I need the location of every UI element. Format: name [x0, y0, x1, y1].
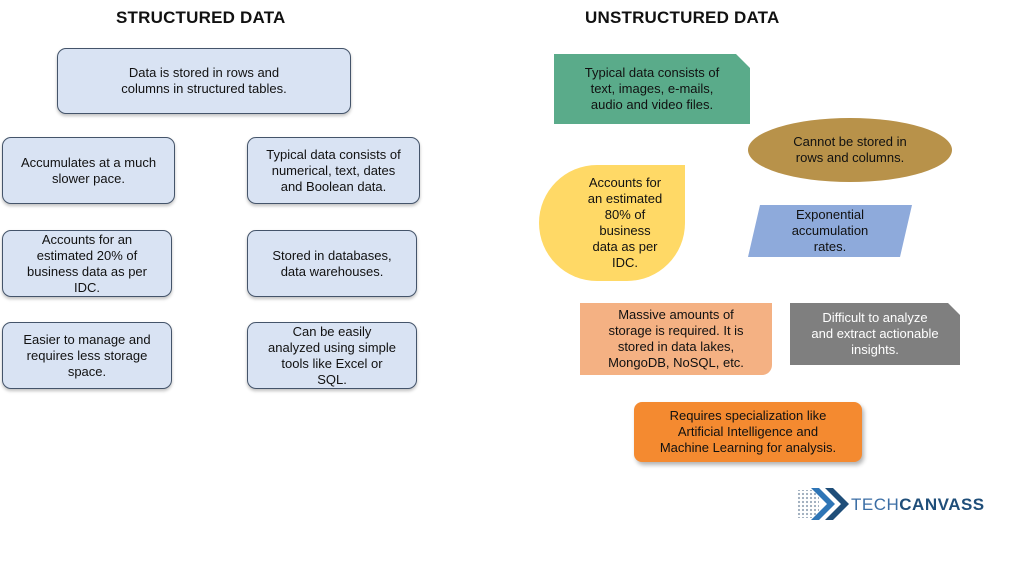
logo-text-part2: CANVASS — [899, 495, 985, 514]
structured-box-text: Typical data consists of numerical, text… — [266, 146, 401, 194]
structured-box-text: Can be easily analyzed using simple tool… — [268, 323, 396, 387]
unstructured-accounts-teardrop: Accounts for an estimated 80% of busines… — [539, 165, 685, 281]
unstructured-massive-storage: Massive amounts of storage is required. … — [580, 303, 772, 375]
unstructured-typical-data: Typical data consists of text, images, e… — [554, 54, 750, 124]
structured-box-easier-manage: Easier to manage and requires less stora… — [2, 322, 172, 389]
structured-box-text: Accumulates at a much slower pace. — [20, 154, 157, 186]
unstructured-cannot-store-text: Cannot be stored in rows and columns. — [793, 134, 907, 165]
periwinkle-parallelogram — [748, 205, 912, 257]
unstructured-requires-text: Requires specialization like Artificial … — [659, 408, 837, 455]
unstructured-exponential-text: Exponential accumulation rates. — [791, 207, 869, 254]
techcanvass-logo-text: TECHCANVASS — [851, 495, 985, 515]
structured-box-20-percent: Accounts for an estimated 20% of busines… — [2, 230, 172, 297]
unstructured-difficult: Difficult to analyze and extract actiona… — [790, 303, 960, 365]
unstructured-exponential: Exponential accumulation rates. — [748, 205, 912, 257]
unstructured-heading: UNSTRUCTURED DATA — [585, 8, 780, 27]
structured-box-rows-columns: Data is stored in rows and columns in st… — [57, 48, 351, 114]
techcanvass-logo-icon — [797, 488, 849, 520]
structured-box-easily-analyzed: Can be easily analyzed using simple tool… — [247, 322, 417, 389]
gray-snipped-shape — [790, 303, 960, 365]
unstructured-accounts-text: Accounts for an estimated 80% of busines… — [587, 175, 663, 270]
structured-box-text: Stored in databases, data warehouses. — [272, 247, 392, 279]
structured-box-text: Easier to manage and requires less stora… — [23, 331, 151, 379]
unstructured-cannot-store-ellipse: Cannot be stored in rows and columns. — [748, 118, 952, 182]
green-snipped-shape — [554, 54, 750, 124]
structured-box-slower-pace: Accumulates at a much slower pace. — [2, 137, 175, 204]
structured-box-text: Data is stored in rows and columns in st… — [121, 65, 287, 96]
logo-text-part1: TECH — [851, 495, 900, 514]
structured-box-typical-data: Typical data consists of numerical, text… — [247, 137, 420, 204]
unstructured-typical-text: Typical data consists of text, images, e… — [584, 65, 720, 112]
unstructured-difficult-text: Difficult to analyze and extract actiona… — [811, 310, 939, 357]
unstructured-massive-text: Massive amounts of storage is required. … — [608, 307, 744, 370]
structured-box-text: Accounts for an estimated 20% of busines… — [27, 231, 147, 295]
structured-heading: STRUCTURED DATA — [116, 8, 286, 27]
structured-box-databases: Stored in databases, data warehouses. — [247, 230, 417, 297]
unstructured-requires-specialization: Requires specialization like Artificial … — [634, 402, 862, 462]
